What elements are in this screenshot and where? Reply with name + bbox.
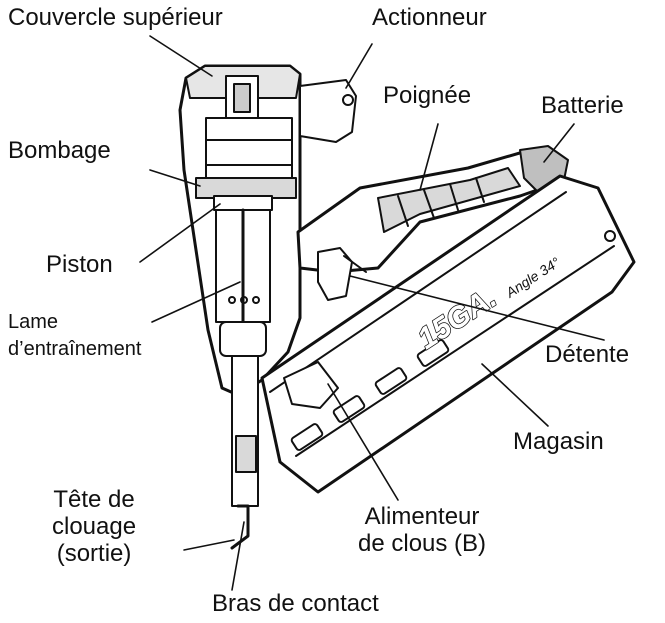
label-contact-arm: Bras de contact — [212, 590, 379, 617]
label-driver-blade: Lame d’entraînement — [8, 309, 141, 363]
grip-line — [423, 189, 435, 219]
actuator-part — [299, 79, 357, 143]
cylinder-hole — [228, 296, 236, 304]
cylinder-hole — [252, 296, 260, 304]
label-handle: Poignée — [383, 82, 472, 109]
leader-actuator — [345, 43, 373, 89]
leader-contact-arm — [231, 521, 245, 591]
label-driver-blade-line2: d’entraînement — [8, 338, 142, 360]
label-feeder-line1: Alimenteur — [364, 503, 480, 530]
leader-lines — [139, 35, 605, 591]
label-nose-line3: (sortie) — [56, 540, 132, 567]
contact-arm-guard — [235, 435, 257, 473]
motor-core — [233, 83, 251, 113]
leader-battery — [543, 123, 575, 163]
grip-texture — [377, 167, 521, 233]
grip-line — [397, 195, 409, 227]
magazine-top-rail — [269, 191, 567, 393]
label-top-cover: Couvercle supérieur — [8, 4, 223, 31]
leader-handle — [419, 123, 439, 191]
label-driver-blade-line1: Lame — [8, 311, 59, 333]
trigger-spring — [343, 255, 367, 273]
label-magazine: Magasin — [513, 428, 604, 455]
nose-part — [231, 355, 259, 507]
grip-line — [475, 177, 485, 203]
trigger-part — [317, 247, 353, 301]
label-nose-line2: clouage — [52, 513, 137, 540]
leader-driver-blade — [151, 281, 241, 323]
label-bumper: Bombage — [8, 137, 111, 164]
piston-part — [213, 195, 273, 211]
magazine-lower-rail — [295, 245, 615, 457]
actuator-pivot — [342, 94, 354, 106]
lower-block — [219, 321, 267, 357]
leader-magazine — [481, 363, 549, 427]
label-feeder-line2: de clous (B) — [358, 530, 487, 557]
magazine-slot — [416, 339, 450, 367]
label-nose: Tête de clouage (sortie) — [52, 486, 136, 567]
label-battery: Batterie — [541, 92, 624, 119]
leader-top-cover — [149, 35, 213, 77]
magazine-slot — [290, 423, 324, 451]
leader-feeder — [327, 383, 399, 501]
magazine-end-screw — [604, 230, 616, 242]
leader-nose — [183, 539, 235, 551]
leader-piston — [139, 203, 221, 263]
label-trigger: Détente — [545, 341, 630, 368]
label-nose-line1: Tête de — [53, 486, 135, 513]
magazine-slot — [374, 367, 408, 395]
label-piston: Piston — [46, 251, 113, 278]
label-feeder: Alimenteur de clous (B) — [358, 503, 486, 557]
leader-trigger — [349, 275, 605, 341]
cylinder-hole — [240, 296, 248, 304]
grip-line — [449, 183, 459, 211]
leader-bumper — [149, 169, 201, 187]
feeder-part — [283, 361, 339, 409]
magazine-slot — [332, 395, 366, 423]
label-actuator: Actionneur — [372, 4, 487, 31]
